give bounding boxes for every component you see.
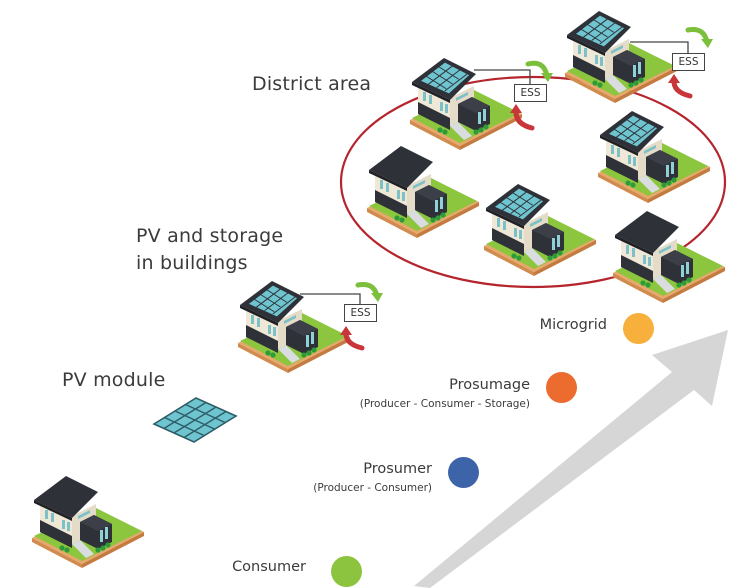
charge-arrow-icon bbox=[525, 60, 553, 82]
stage-label-consumer: Consumer bbox=[232, 559, 306, 575]
discharge-arrow-icon bbox=[668, 74, 693, 99]
stage-label-prosumer: Prosumer bbox=[363, 461, 432, 477]
pv-storage-title-line2: in buildings bbox=[136, 252, 248, 274]
pv-storage-title-line1: PV and storage bbox=[136, 225, 284, 247]
stage-label-microgrid: Microgrid bbox=[539, 317, 607, 333]
pv-module-title: PV module bbox=[62, 369, 166, 391]
stage-dot-consumer bbox=[331, 556, 362, 587]
ess-box-building: ESS bbox=[344, 304, 377, 322]
stage-label-prosumage: Prosumage bbox=[449, 377, 530, 393]
ess-box-district-1: ESS bbox=[514, 84, 547, 102]
discharge-arrow-icon bbox=[510, 104, 535, 131]
ess-box-district-2: ESS bbox=[672, 53, 705, 71]
charge-arrow-icon bbox=[355, 282, 383, 302]
stage-sublabel-prosumage: (Producer - Consumer - Storage) bbox=[359, 398, 530, 410]
pv-module-panel bbox=[152, 397, 238, 443]
stage-dot-microgrid bbox=[623, 313, 654, 344]
stage-dot-prosumage bbox=[546, 372, 577, 403]
progress-arrow bbox=[414, 330, 728, 588]
district-area-ellipse bbox=[339, 75, 727, 289]
district-area-title: District area bbox=[252, 73, 372, 95]
charge-arrow-icon bbox=[685, 27, 713, 48]
discharge-arrow-icon bbox=[340, 326, 365, 351]
stage-dot-prosumer bbox=[448, 457, 479, 488]
stage-sublabel-prosumer: (Producer - Consumer) bbox=[313, 482, 432, 494]
